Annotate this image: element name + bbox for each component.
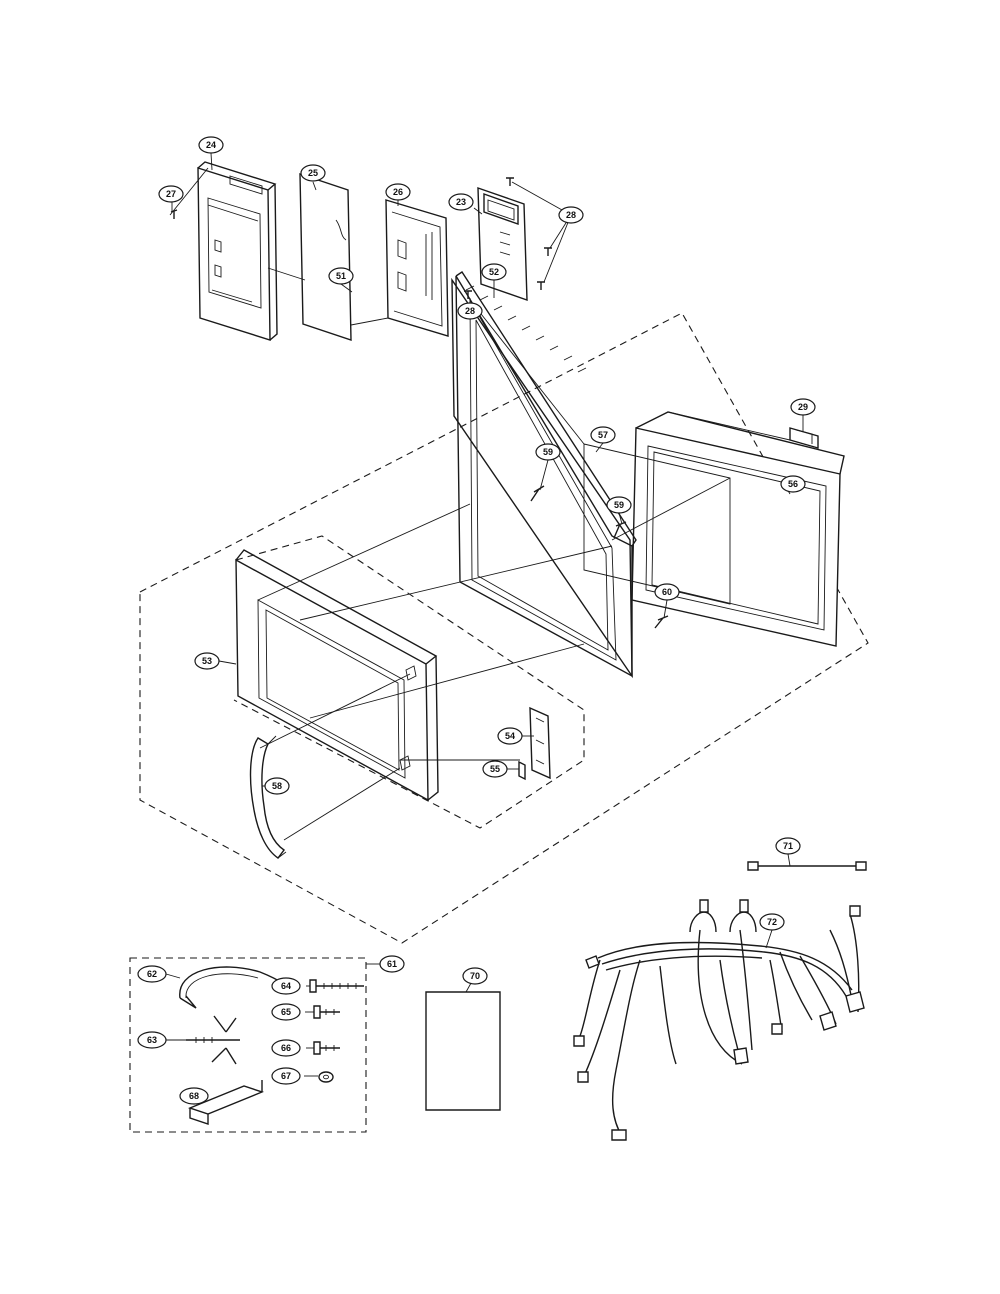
door-panel-sub-boundary: [233, 535, 585, 829]
svg-text:59: 59: [543, 447, 553, 457]
callout-23: 23: [448, 193, 474, 211]
svg-text:56: 56: [788, 479, 798, 489]
callout-25: 25: [300, 164, 326, 182]
svg-text:59: 59: [614, 500, 624, 510]
part-63-toggle-bolt: [186, 1015, 240, 1065]
svg-text:54: 54: [505, 731, 515, 741]
callout-53: 53: [194, 652, 220, 670]
part-57-window-screen: [583, 443, 731, 605]
callout-51: 51: [328, 267, 354, 285]
callout-61: 61: [379, 955, 405, 973]
part-62-cable-tie: [179, 966, 285, 1009]
callout-60: 60: [654, 583, 680, 601]
callout-57: 57: [590, 426, 616, 444]
callout-56: 56: [780, 475, 806, 493]
svg-text:58: 58: [272, 781, 282, 791]
callout-66: 66: [271, 1039, 301, 1057]
svg-text:61: 61: [387, 959, 397, 969]
callout-71: 71: [775, 837, 801, 855]
svg-text:63: 63: [147, 1035, 157, 1045]
svg-text:68: 68: [189, 1091, 199, 1101]
svg-text:25: 25: [308, 168, 318, 178]
svg-text:57: 57: [598, 430, 608, 440]
part-61-mounting-kit-boundary: [129, 957, 380, 1133]
part-56-door-frame: [631, 411, 845, 647]
callout-65: 65: [271, 1003, 301, 1021]
callout-59-a: 59: [535, 443, 561, 461]
callout-26: 26: [385, 183, 411, 201]
svg-text:26: 26: [393, 187, 403, 197]
part-24-control-panel-frame: [197, 161, 278, 341]
part-66-screw: [313, 1041, 340, 1055]
callout-63: 63: [137, 1031, 167, 1049]
part-52-inner-frame: [451, 271, 637, 679]
door-assembly-boundary: [139, 312, 869, 944]
part-26-control-bracket: [385, 199, 449, 337]
alignment-lines: [257, 299, 791, 841]
svg-text:29: 29: [798, 402, 808, 412]
part-25-membrane-sheet: [299, 173, 352, 341]
screws-door: [530, 485, 669, 629]
svg-text:51: 51: [336, 271, 346, 281]
svg-text:72: 72: [767, 917, 777, 927]
callout-24: 24: [198, 136, 224, 154]
part-29-latch: [789, 427, 819, 449]
callout-54: 54: [497, 727, 523, 745]
callout-62: 62: [137, 965, 167, 983]
callout-27: 27: [158, 185, 184, 203]
callout-72: 72: [759, 913, 785, 931]
callout-52: 52: [481, 263, 507, 281]
svg-text:28: 28: [566, 210, 576, 220]
callout-67: 67: [271, 1067, 301, 1085]
svg-text:53: 53: [202, 656, 212, 666]
callout-59-b: 59: [606, 496, 632, 514]
leaders-kit: [165, 973, 318, 1105]
svg-text:71: 71: [783, 841, 793, 851]
svg-text:55: 55: [490, 764, 500, 774]
part-68-bracket: [187, 1080, 265, 1125]
svg-text:52: 52: [489, 267, 499, 277]
part-65-screw: [313, 1005, 340, 1019]
callout-28-a: 28: [558, 206, 584, 224]
svg-text:24: 24: [206, 140, 216, 150]
callout-64: 64: [271, 977, 301, 995]
svg-text:67: 67: [281, 1071, 291, 1081]
part-58-door-handle: [249, 735, 287, 859]
svg-text:23: 23: [456, 197, 466, 207]
svg-text:64: 64: [281, 981, 291, 991]
svg-text:66: 66: [281, 1043, 291, 1053]
svg-text:70: 70: [470, 971, 480, 981]
svg-text:60: 60: [662, 587, 672, 597]
part-71-wire: [747, 853, 867, 871]
part-70-manual: [425, 975, 501, 1111]
callout-29: 29: [790, 398, 816, 416]
part-67-washer: [318, 1071, 334, 1083]
leaders-top: [169, 152, 572, 326]
callout-28-b: 28: [457, 302, 483, 320]
callout-68: 68: [179, 1087, 209, 1105]
part-72-wire-harness: [573, 899, 865, 1141]
callout-58: 58: [264, 777, 290, 795]
svg-text:62: 62: [147, 969, 157, 979]
part-54-55-latch-hook: [518, 706, 551, 781]
callout-55: 55: [482, 760, 508, 778]
part-53-door-panel: [235, 549, 439, 802]
part-23-control-board: [477, 187, 528, 301]
svg-text:27: 27: [166, 189, 176, 199]
svg-text:65: 65: [281, 1007, 291, 1017]
callout-70: 70: [462, 967, 488, 985]
svg-text:28: 28: [465, 306, 475, 316]
part-64-long-bolt: [309, 979, 364, 993]
